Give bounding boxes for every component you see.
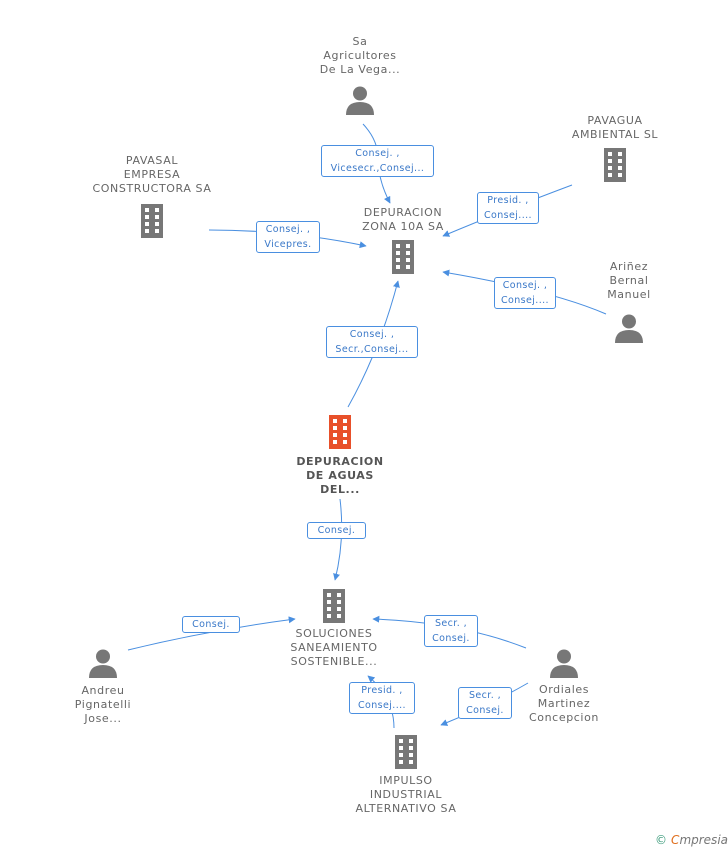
node-label: PAVASAL xyxy=(125,154,179,167)
node-label: DE AGUAS xyxy=(306,469,374,482)
edge-label-line: Consej.... xyxy=(484,210,532,221)
node-label: ZONA 10A SA xyxy=(362,220,444,233)
node-label: Manuel xyxy=(607,288,651,301)
edge-label-main-soluciones[interactable]: Consej. xyxy=(307,522,366,539)
node-label: Andreu xyxy=(81,684,125,697)
node-label: Agricultores xyxy=(323,49,397,62)
node-label: DEL... xyxy=(320,483,360,496)
person-icon xyxy=(550,649,578,678)
edge-label-main-zona[interactable]: Consej. , Secr.,Consej... xyxy=(326,326,418,358)
node-andreu[interactable]: Andreu Pignatelli Jose... xyxy=(53,648,153,726)
edge-label-line: Presid. , xyxy=(361,685,403,696)
node-depuracion-main[interactable]: DEPURACION DE AGUAS DEL... xyxy=(270,415,410,497)
node-label: SANEAMIENTO xyxy=(290,641,378,654)
node-label: Ordiales xyxy=(538,683,590,696)
edge-label-line: Consej.... xyxy=(501,295,549,306)
node-label: DEPURACION xyxy=(296,455,384,468)
person-icon xyxy=(346,86,374,115)
brand-logo: Cmpresia xyxy=(671,833,728,847)
brand-initial: C xyxy=(671,833,680,847)
edge-label-line: Vicepres. xyxy=(264,239,312,250)
building-icon-highlighted xyxy=(329,415,351,449)
building-icon xyxy=(323,589,345,623)
edge-label-line: Secr. , xyxy=(435,618,467,629)
node-label: EMPRESA xyxy=(123,168,181,181)
edge-label-line: Consej. xyxy=(466,705,504,716)
node-label: Ariñez xyxy=(609,260,649,273)
edge-label-arinez-zona[interactable]: Consej. , Consej.... xyxy=(494,277,556,309)
edge-label-line: Consej. xyxy=(317,525,356,536)
node-label: Pignatelli xyxy=(74,698,132,711)
node-label: Jose... xyxy=(84,712,122,725)
node-impulso[interactable]: IMPULSO INDUSTRIAL ALTERNATIVO SA xyxy=(336,735,476,816)
node-label: ALTERNATIVO SA xyxy=(355,802,457,815)
node-label: Sa xyxy=(352,35,368,48)
edge-label-line: Consej. , xyxy=(265,224,311,235)
edge-label-line: Consej. xyxy=(432,633,470,644)
edge-label-line: Secr. , xyxy=(469,690,501,701)
node-label: Concepcion xyxy=(529,711,599,724)
edge-label-impulso-soluciones[interactable]: Presid. , Consej.... xyxy=(349,682,415,714)
node-label: SOSTENIBLE... xyxy=(290,655,378,668)
copyright-symbol: © xyxy=(655,833,668,847)
edge-label-ordiales-soluciones[interactable]: Secr. , Consej. xyxy=(424,615,478,647)
edge-label-line: Consej. xyxy=(192,619,230,630)
edge-label-line: Consej. , xyxy=(355,148,400,159)
node-arinez[interactable]: Ariñez Bernal Manuel xyxy=(589,260,669,343)
edge-label-line: Presid. , xyxy=(487,195,529,206)
node-agricultores[interactable]: Sa Agricultores De La Vega... xyxy=(290,35,430,115)
person-icon xyxy=(615,314,643,343)
building-icon xyxy=(395,735,417,769)
building-icon xyxy=(604,148,626,182)
building-icon xyxy=(141,204,163,238)
node-label: CONSTRUCTORA SA xyxy=(92,182,212,195)
footer-branding: © Cmpresia xyxy=(655,833,728,847)
person-icon xyxy=(89,649,117,678)
node-pavasal[interactable]: PAVASAL EMPRESA CONSTRUCTORA SA xyxy=(82,154,222,238)
edge-label-line: Consej. , xyxy=(349,329,395,340)
edge-label-pavasal-zona[interactable]: Consej. , Vicepres. xyxy=(256,221,320,253)
edge-label-andreu-soluciones[interactable]: Consej. xyxy=(182,616,240,633)
node-label: IMPULSO xyxy=(379,774,433,787)
node-label: Bernal xyxy=(609,274,649,287)
edge-label-line: Secr.,Consej... xyxy=(335,344,409,355)
edge-label-line: Consej. , xyxy=(502,280,548,291)
edge-label-ordiales-impulso[interactable]: Secr. , Consej. xyxy=(458,687,512,719)
node-soluciones[interactable]: SOLUCIONES SANEAMIENTO SOSTENIBLE... xyxy=(264,589,404,669)
node-label: Martinez xyxy=(537,697,591,710)
building-icon xyxy=(392,240,414,274)
brand-text: mpresia xyxy=(679,833,728,847)
node-label: PAVAGUA xyxy=(587,114,643,127)
node-label: INDUSTRIAL xyxy=(369,788,443,801)
edge-label-pavagua-zona[interactable]: Presid. , Consej.... xyxy=(477,192,539,224)
node-label: De La Vega... xyxy=(319,63,401,76)
node-zona10a[interactable]: DEPURACION ZONA 10A SA xyxy=(333,206,473,274)
node-ordiales[interactable]: Ordiales Martinez Concepcion xyxy=(514,648,614,725)
edge-label-line: Vicesecr.,Consej... xyxy=(330,163,425,174)
node-pavagua[interactable]: PAVAGUA AMBIENTAL SL xyxy=(545,114,685,182)
node-label: AMBIENTAL SL xyxy=(571,128,659,141)
node-label: SOLUCIONES xyxy=(295,627,373,640)
edge-label-agricultores-zona[interactable]: Consej. , Vicesecr.,Consej... xyxy=(321,145,434,177)
node-label: DEPURACION xyxy=(363,206,443,219)
edge-main-soluciones xyxy=(333,498,343,581)
edge-label-line: Consej.... xyxy=(358,700,406,711)
